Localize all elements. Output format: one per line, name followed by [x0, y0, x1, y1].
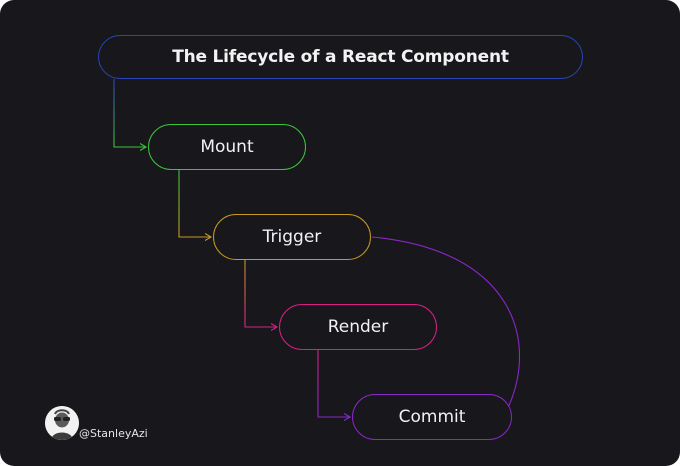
avatar-icon [45, 406, 79, 440]
edge-render-to-commit [317, 350, 350, 417]
edge-trigger-to-render [244, 260, 277, 327]
diagram-title: The Lifecycle of a React Component [98, 35, 583, 79]
node-mount: Mount [148, 124, 306, 170]
node-trigger: Trigger [213, 214, 371, 260]
edge-commit-to-trigger [371, 236, 520, 411]
node-render: Render [279, 304, 437, 350]
edge-title-to-mount [113, 79, 146, 147]
node-commit: Commit [352, 394, 512, 440]
edge-mount-to-trigger [178, 170, 211, 237]
author-handle: @StanleyAzi [79, 427, 148, 440]
